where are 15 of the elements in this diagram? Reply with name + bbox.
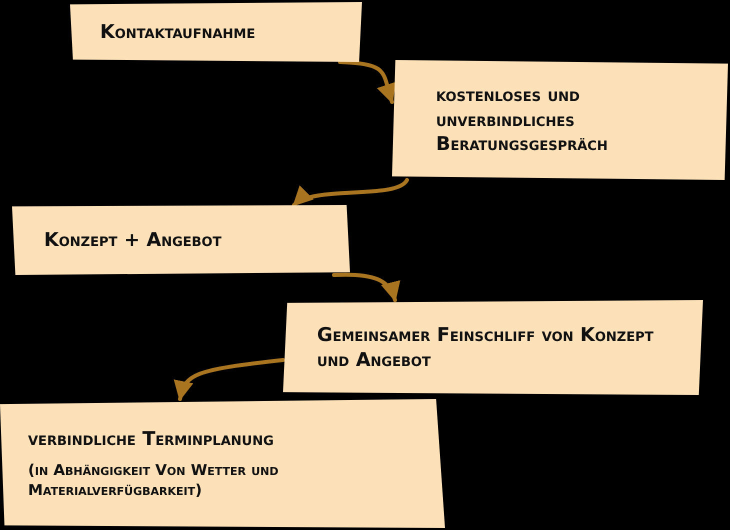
- step-box: [70, 2, 362, 62]
- step-title: Konzept + Angebot: [44, 228, 222, 252]
- curved-arrow: [338, 60, 396, 104]
- step-title: Gemeinsamer Feinschliff von Konzept und Angebot: [317, 322, 654, 372]
- step-box: [12, 205, 350, 275]
- step-title: verbindliche Terminplanung: [28, 426, 275, 452]
- step-box: [392, 60, 728, 180]
- step-box: [283, 300, 703, 395]
- step-title: kostenloses und unverbindliches Beratungsgespräch: [436, 82, 609, 158]
- step-box: [0, 399, 445, 528]
- curved-arrow: [174, 358, 285, 401]
- step-title: Kontaktaufnahme: [100, 20, 256, 44]
- curved-arrow: [292, 178, 409, 207]
- curved-arrow: [332, 272, 400, 302]
- step-note: (in Abhängigkeit Von Wetter und Materialverfügbarkeit): [28, 460, 280, 500]
